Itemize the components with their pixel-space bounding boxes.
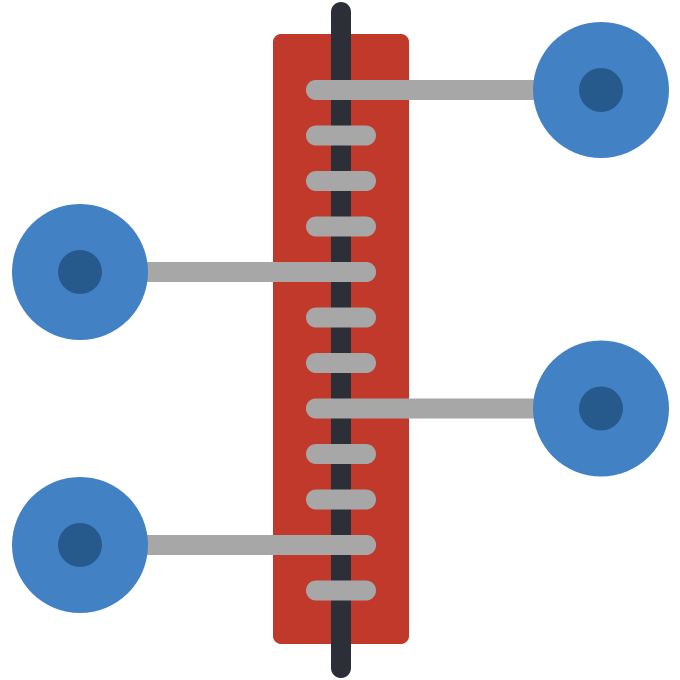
node-top-right: [533, 22, 669, 158]
node-upper-left: [12, 204, 148, 340]
rung-group: [306, 80, 376, 601]
node-bottom-left: [12, 477, 148, 613]
node-top-right-inner-dot: [579, 68, 623, 112]
node-upper-left-inner-dot: [58, 250, 102, 294]
node-bottom-left-inner-dot: [58, 523, 102, 567]
node-lower-right: [533, 340, 669, 477]
node-group: [12, 22, 669, 613]
node-lower-right-inner-dot: [579, 386, 623, 431]
